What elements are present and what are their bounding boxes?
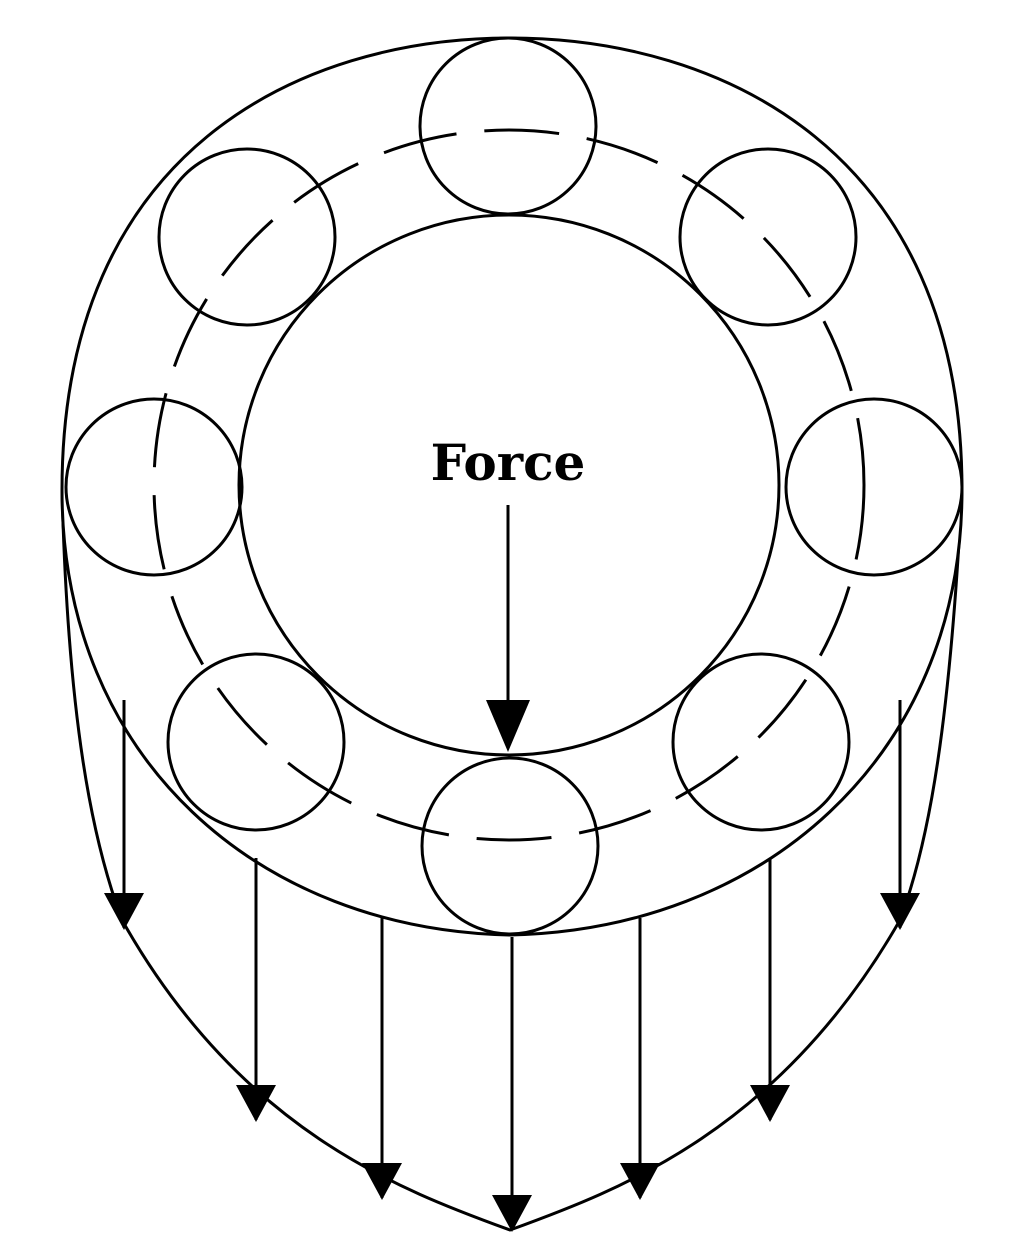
load-arrowhead (492, 1195, 532, 1232)
ball (64, 397, 244, 577)
ball (420, 756, 600, 936)
load-arrowhead (104, 893, 144, 930)
ball (418, 36, 598, 216)
force-arrowhead (486, 700, 530, 752)
ball (784, 397, 964, 577)
load-envelope-curve (60, 489, 964, 1232)
load-arrowhead (880, 893, 920, 930)
pitch-circle (152, 128, 866, 842)
rolling-elements (64, 36, 964, 936)
load-arrowhead (236, 1085, 276, 1122)
ball (166, 652, 346, 832)
force-label: Force (431, 433, 586, 492)
load-arrowhead (750, 1085, 790, 1122)
ball (671, 652, 851, 832)
load-arrowhead (362, 1163, 402, 1200)
load-arrowhead (620, 1163, 660, 1200)
ball (678, 147, 858, 327)
ball (157, 147, 337, 327)
load-arrows (104, 700, 920, 1232)
